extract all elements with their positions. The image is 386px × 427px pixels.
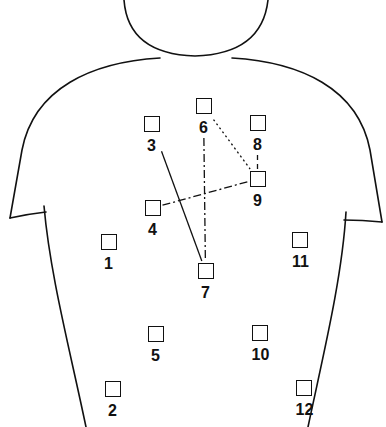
left-side <box>44 206 86 427</box>
left-shoulder <box>10 58 160 218</box>
site-square <box>292 232 308 248</box>
site-square <box>198 263 214 279</box>
site-square <box>250 171 266 187</box>
connector-line <box>163 182 248 205</box>
right-arm-stub <box>344 220 382 222</box>
site-box: 9 <box>250 171 266 209</box>
right-shoulder <box>232 58 382 222</box>
site-box: 8 <box>250 115 266 153</box>
callout-number: 7 <box>201 284 210 301</box>
site-box: 5 <box>148 326 164 364</box>
connector-line <box>162 151 202 261</box>
connector-line <box>257 155 258 169</box>
site-box: 12 <box>296 380 314 418</box>
callout-number: 9 <box>253 192 262 209</box>
right-side <box>308 212 346 427</box>
site-square <box>145 200 161 216</box>
callout-number: 4 <box>148 221 157 238</box>
site-box: 10 <box>252 325 270 363</box>
site-square <box>296 380 312 396</box>
left-arm-stub <box>10 212 46 218</box>
callout-number: 2 <box>108 402 117 419</box>
callout-number: 6 <box>199 119 208 136</box>
site-box: 11 <box>292 232 309 270</box>
connector-line <box>204 138 205 261</box>
site-square <box>148 326 164 342</box>
site-square <box>196 98 212 114</box>
callout-number: 1 <box>104 255 113 272</box>
site-square <box>144 116 160 132</box>
connector-line <box>214 120 251 169</box>
callout-number: 5 <box>151 347 160 364</box>
site-box: 2 <box>105 381 121 419</box>
callout-number: 10 <box>252 346 270 363</box>
callout-number: 12 <box>296 401 314 418</box>
site-box: 1 <box>101 234 117 272</box>
site-box: 7 <box>198 263 214 301</box>
callout-number: 8 <box>253 136 262 153</box>
site-box: 6 <box>196 98 212 136</box>
site-box: 4 <box>145 200 161 238</box>
site-square <box>250 115 266 131</box>
callout-number: 3 <box>147 137 156 154</box>
chin <box>124 0 268 56</box>
site-box: 3 <box>144 116 160 154</box>
callout-number: 11 <box>292 253 309 270</box>
site-square <box>252 325 268 341</box>
site-square <box>105 381 121 397</box>
site-square <box>101 234 117 250</box>
